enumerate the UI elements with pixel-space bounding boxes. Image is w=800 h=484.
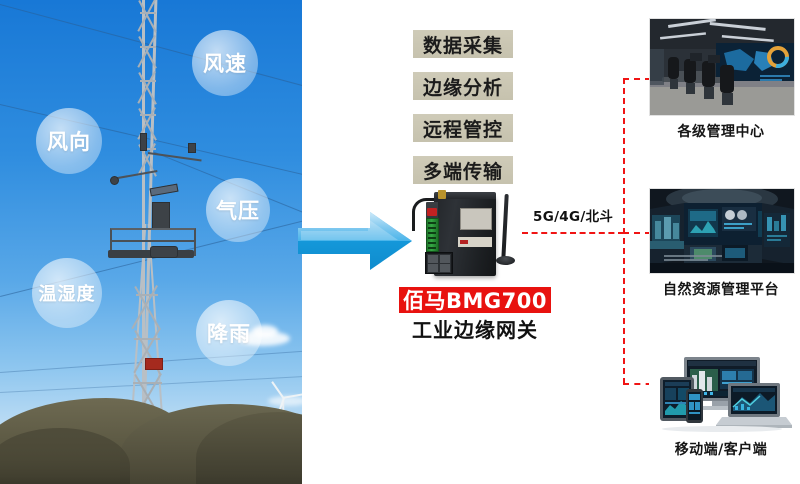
tower-sign — [145, 358, 163, 370]
feature-label-edge-analytics: 边缘分析 — [413, 72, 513, 100]
resource-platform-photo — [649, 188, 795, 274]
antenna-connector — [438, 190, 446, 199]
network-type-label: 5G/4G/北斗 — [531, 205, 616, 225]
feature-text: 边缘分析 — [422, 76, 503, 99]
power-cable — [412, 198, 441, 231]
panel-caption: 移动端/客户端 — [674, 442, 768, 458]
bubble-label: 温湿度 — [38, 284, 96, 305]
reset-button — [427, 208, 437, 216]
feature-label-remote-control: 远程管控 — [413, 114, 513, 142]
panel-caption: 自然资源管理平台 — [663, 282, 779, 298]
feature-text: 远程管控 — [422, 118, 503, 141]
feature-text: 数据采集 — [422, 34, 503, 57]
sensor-bubble-air-pressure: 气压 — [206, 178, 270, 242]
product-name-plate: 佰马BMG700 — [399, 287, 551, 313]
weather-station-photo: 风速 风向 气压 温湿度 降雨 — [0, 0, 302, 484]
ethernet-port-group — [425, 252, 453, 274]
edge-gateway-device-image — [404, 190, 524, 290]
cloud — [268, 396, 302, 406]
bubble-label: 气压 — [216, 199, 260, 223]
sensor-unit — [110, 176, 119, 185]
network-link-mobile-client — [623, 383, 663, 385]
device-top-face — [434, 192, 496, 199]
panel-caption: 各级管理中心 — [677, 124, 765, 140]
sensor-unit — [140, 133, 147, 151]
sensor-bubble-temp-humidity: 温湿度 — [32, 258, 102, 328]
tower-platform — [108, 222, 196, 268]
network-trunk-vertical — [623, 78, 625, 384]
bubble-label: 风速 — [203, 52, 247, 76]
sensor-bubble-rainfall: 降雨 — [196, 300, 262, 366]
product-name-text: 佰马BMG700 — [403, 289, 547, 313]
multi-device-clients-photo — [649, 348, 795, 434]
device-warning-sticker — [458, 237, 492, 247]
control-room-photo — [649, 18, 795, 116]
terminal-block — [426, 218, 439, 252]
feature-label-data-collection: 数据采集 — [413, 30, 513, 58]
platform-equipment — [150, 246, 178, 258]
flow-arrow-right — [298, 210, 414, 272]
destination-panel-resource-platform: 自然资源管理平台 — [649, 188, 795, 299]
sensor-bubble-wind-speed: 风速 — [192, 30, 258, 96]
network-type-text: 5G/4G/北斗 — [533, 209, 614, 225]
sensor-unit — [188, 143, 196, 153]
destination-panel-mobile-client: 移动端/客户端 — [649, 348, 795, 459]
antenna-rod — [501, 193, 509, 261]
bubble-label: 风向 — [47, 130, 91, 154]
device-product-sticker — [460, 208, 492, 230]
bubble-label: 降雨 — [207, 322, 251, 346]
feature-text: 多端传输 — [422, 160, 503, 183]
network-link-resource-platform — [623, 232, 651, 234]
product-subtitle-text: 工业边缘网关 — [412, 317, 538, 342]
network-link-gateway — [522, 232, 624, 234]
sensor-bubble-wind-direction: 风向 — [36, 108, 102, 174]
destination-panel-management-center: 各级管理中心 — [649, 18, 795, 141]
network-link-management-center — [623, 78, 651, 80]
product-subtitle: 工业边缘网关 — [399, 315, 551, 342]
antenna-magnetic-base — [496, 256, 515, 265]
feature-label-multi-endpoint: 多端传输 — [413, 156, 513, 184]
